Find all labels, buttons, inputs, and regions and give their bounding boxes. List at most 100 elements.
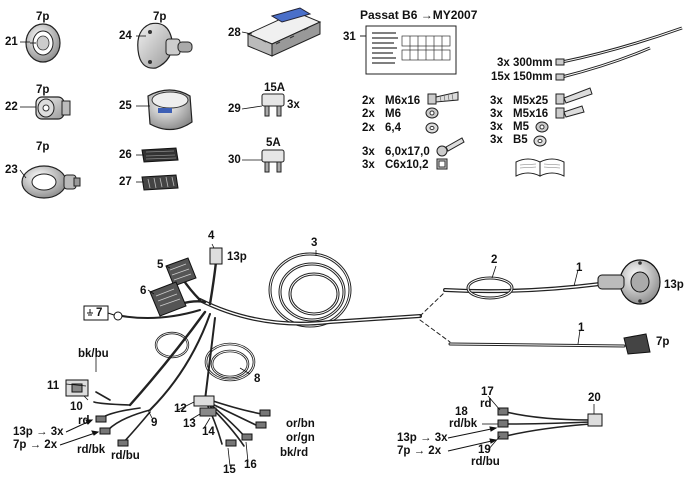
harness-num-12: 12 [174, 403, 187, 415]
conversion-right-13p: 13p → 3x [397, 432, 448, 444]
harness-num-1a: 1 [576, 262, 583, 274]
hw-left-qty-4: 3x [362, 159, 375, 171]
part-31-instruction-card [360, 25, 457, 75]
hw-right-spec-3: B5 [513, 134, 528, 146]
part-24-socket-plate [137, 22, 193, 69]
hw-left-qty-3: 3x [362, 146, 375, 158]
wire-rdbu: rd/bu [111, 450, 140, 462]
conversion-left-7p: 7p → 2x [13, 439, 58, 451]
part-26-number: 26 [119, 149, 132, 161]
bolt-m6x16-icon [427, 91, 459, 105]
socket-13p-end [597, 259, 661, 305]
part-29-fuse-15a [261, 93, 285, 117]
connector-11 [65, 379, 89, 397]
harness-num-10: 10 [70, 401, 83, 413]
part-23-pins: 7p [36, 141, 50, 153]
washer-b5-icon [533, 135, 547, 147]
part-21-number: 21 [5, 36, 18, 48]
harness-num-20: 20 [588, 392, 601, 404]
terminal-lugs [95, 407, 603, 447]
bolt-m5x25-icon [555, 87, 593, 105]
harness-num-4: 4 [208, 230, 215, 242]
part-27-number: 27 [119, 176, 132, 188]
part-31-title: Passat B6 →MY2007 [360, 8, 478, 22]
harness-socket-13p: 13p [664, 279, 684, 291]
harness-num-9: 9 [151, 417, 158, 429]
part-29-rating: 15A [264, 82, 286, 94]
hw-left-spec-0: M6x16 [385, 95, 421, 107]
part-31-number: 31 [343, 31, 356, 43]
part-22-pins: 7p [36, 84, 50, 96]
harness-num-14: 14 [202, 426, 215, 438]
part-27-adhesive-pad [141, 174, 179, 191]
harness-num-4-pins: 13p [227, 251, 247, 263]
hw-right-spec-2: M5 [513, 121, 529, 133]
part-26-adhesive-pad [141, 147, 179, 163]
hw-left-spec-3: 6,0x17,0 [385, 146, 430, 158]
part-22-number: 22 [5, 101, 18, 113]
ground-terminal [113, 311, 123, 321]
nut-m5-icon [535, 121, 549, 133]
harness-num-19: 19 [478, 444, 491, 456]
arrows [59, 419, 498, 452]
part-30-number: 30 [228, 154, 241, 166]
part-21-socket-ring [25, 23, 61, 63]
connector-12-13 [193, 395, 217, 417]
clip-c6-icon [436, 158, 448, 170]
wire-bkbu: bk/bu [78, 348, 109, 360]
tie-qty-0: 3x [497, 57, 510, 69]
harness-num-13: 13 [183, 418, 196, 430]
connector-5 [165, 257, 197, 287]
hw-right-spec-1: M5x16 [513, 108, 549, 120]
wire-rdbk-right: rd/bk [449, 418, 478, 430]
part-24-number: 24 [119, 30, 132, 42]
tie-spec-1: 150mm [513, 71, 553, 83]
conversion-left-13p: 13p → 3x [13, 426, 64, 438]
screw-6x17-icon [436, 137, 465, 157]
wire-bkrd: bk/rd [280, 447, 309, 459]
socket-7p-end [623, 333, 651, 355]
part-25-number: 25 [119, 100, 132, 112]
part-24-pins: 7p [153, 11, 167, 23]
hw-right-qty-3: 3x [490, 134, 503, 146]
part-21-pins: 7p [36, 11, 50, 23]
part-25-socket-13pin [147, 89, 193, 131]
hw-left-qty-2: 2x [362, 122, 375, 134]
part-28-number: 28 [228, 27, 241, 39]
harness-num-6: 6 [140, 285, 147, 297]
ground-symbol-box [83, 305, 115, 321]
harness-socket-7p: 7p [656, 336, 670, 348]
wire-orbn: or/bn [286, 418, 315, 430]
conversion-right-7p: 7p → 2x [397, 445, 442, 457]
hw-left-spec-1: M6 [385, 108, 401, 120]
bolt-m5x16-icon [555, 105, 585, 119]
harness-main-cable [93, 252, 626, 447]
part-23-socket-grommet [21, 165, 81, 199]
part-29-qty: 3x [287, 99, 300, 111]
harness-num-2: 2 [491, 254, 498, 266]
hw-right-qty-2: 3x [490, 121, 503, 133]
harness-num-1b: 1 [578, 322, 585, 334]
harness-num-8: 8 [254, 373, 261, 385]
part-30-fuse-5a [261, 149, 285, 173]
cable-tie-300mm-icon [555, 26, 683, 66]
harness-num-16: 16 [244, 459, 257, 471]
harness-num-3: 3 [311, 237, 318, 249]
harness-num-11: 11 [47, 380, 60, 392]
washer-6-4-icon [425, 122, 439, 134]
hw-left-spec-4: C6x10,2 [385, 159, 429, 171]
wire-rd-right: rd [480, 398, 492, 410]
wire-rdbk: rd/bk [77, 444, 106, 456]
hw-right-qty-1: 3x [490, 108, 503, 120]
part-22-socket-plug [35, 96, 71, 120]
wire-orgn: or/gn [286, 432, 315, 444]
hw-right-spec-0: M5x25 [513, 95, 549, 107]
instruction-book-icon [515, 158, 565, 177]
hw-left-qty-1: 2x [362, 108, 375, 120]
leader-lines [19, 31, 595, 467]
part-29-number: 29 [228, 103, 241, 115]
wire-rd: rd [78, 415, 90, 427]
nut-m6-icon [425, 107, 439, 119]
harness-num-5: 5 [157, 259, 164, 271]
